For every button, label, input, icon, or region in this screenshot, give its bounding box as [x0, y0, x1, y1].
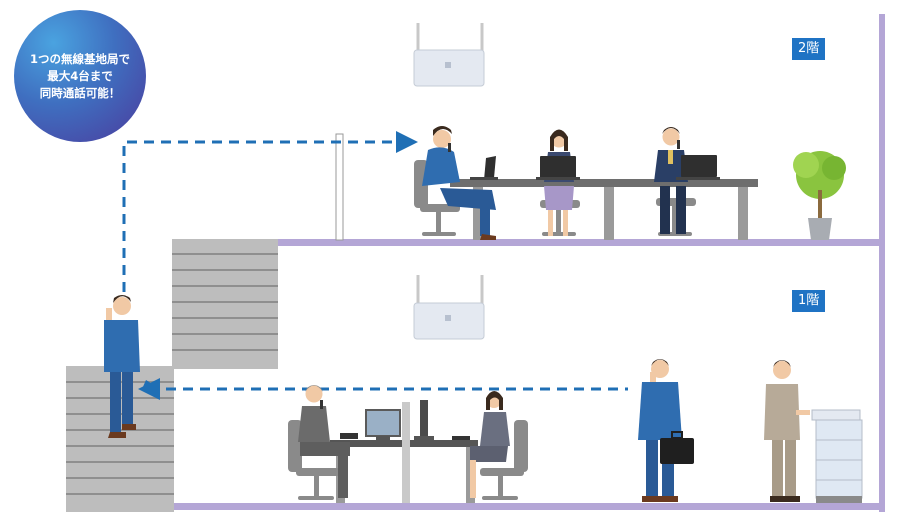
person-phone-icon: [298, 385, 358, 498]
right-wall: [879, 14, 885, 512]
stairs-upper: [172, 239, 278, 369]
plant-icon: [793, 151, 846, 240]
person-icon: [452, 391, 510, 498]
person-phone-icon: [638, 359, 682, 502]
person-phone-icon: [104, 295, 140, 438]
monitor-icon: [414, 400, 434, 440]
person-phone-icon: [654, 127, 688, 234]
laptop-icon: [470, 156, 498, 180]
copier-icon: [811, 409, 863, 503]
arrow-head-left-tip: [138, 378, 160, 400]
chair: [480, 420, 528, 500]
monitor-icon: [365, 409, 401, 440]
callout-text: 1つの無線基地局で 最大4台まで 同時通話可能！: [20, 51, 140, 102]
building-structure: [172, 14, 885, 512]
callout-line-2: 最大4台まで: [47, 68, 113, 83]
person-icon: [764, 360, 810, 502]
chair: [288, 420, 340, 500]
callout-line-3: 同時通話可能！: [39, 85, 121, 100]
desk-2f: [450, 179, 758, 240]
callout-bubble: 1つの無線基地局で 最大4台まで 同時通話可能！: [14, 10, 146, 142]
pillar: [335, 133, 344, 241]
callout-line-1: 1つの無線基地局で: [29, 51, 130, 66]
floor-label-1f: 1階: [792, 290, 826, 312]
floor-label-2f: 2階: [792, 38, 826, 60]
floor-1-slab: [172, 503, 885, 510]
wireless-base-station-icon: [413, 23, 485, 87]
briefcase-icon: [660, 431, 694, 464]
laptop-icon: [536, 156, 580, 180]
desk-1f: [330, 402, 478, 503]
floor-2-slab: [276, 239, 885, 246]
wireless-base-station-icon: [413, 275, 485, 340]
person-phone-icon: [422, 126, 496, 240]
laptop-icon: [676, 155, 720, 180]
arrow-head-right: [396, 131, 418, 153]
